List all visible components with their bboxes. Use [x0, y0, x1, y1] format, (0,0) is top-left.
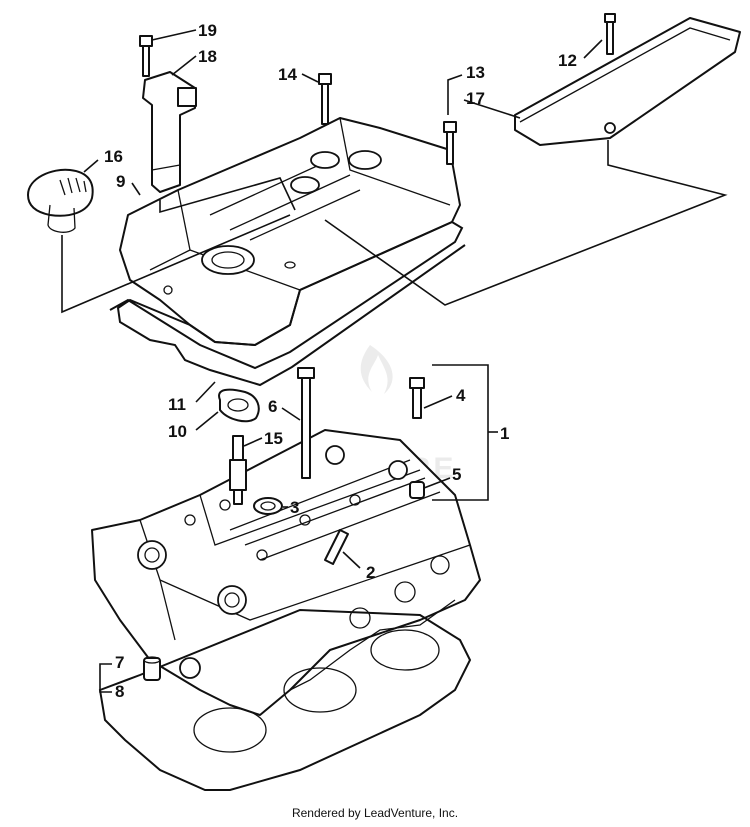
- footer-credit: Rendered by LeadVenture, Inc.: [291, 806, 459, 820]
- breather-bolt: [604, 13, 616, 55]
- leader-13-17: [447, 74, 521, 119]
- cam-cap-bolt: [409, 377, 425, 419]
- head-gasket-bores: [193, 629, 440, 753]
- head-bolt: [297, 367, 315, 479]
- cover-bolt-14: [318, 73, 332, 125]
- callout-4: 4: [456, 386, 466, 405]
- callout-1: 1: [500, 424, 509, 443]
- callout-9: 9: [116, 172, 125, 191]
- callout-8: 8: [115, 682, 124, 701]
- head-gasket: [98, 608, 472, 791]
- callout-7: 7: [115, 653, 124, 672]
- leader-14: [301, 73, 319, 83]
- valve-guide: [324, 529, 349, 565]
- leader-18: [171, 55, 197, 76]
- callout-14: 14: [278, 65, 297, 84]
- leader-12: [583, 39, 603, 59]
- spark-plug: [229, 435, 247, 505]
- leader-9: [131, 182, 141, 196]
- thermostat-housing: [218, 388, 260, 423]
- leader-15: [243, 437, 263, 447]
- reference-line-breather: [324, 140, 728, 306]
- callout-3: 3: [290, 498, 299, 517]
- ignition-coil: [142, 71, 197, 193]
- leader-10: [195, 411, 219, 431]
- leader-16: [83, 159, 99, 173]
- callout-5: 5: [452, 465, 461, 484]
- leader-19: [151, 29, 197, 41]
- callout-2: 2: [366, 563, 375, 582]
- coil-bolt: [139, 35, 153, 77]
- cylinder-head: [91, 429, 481, 716]
- oil-filler-cap: [27, 168, 94, 233]
- leader-4: [423, 395, 453, 409]
- leader-11: [195, 381, 216, 403]
- callout-16: 16: [104, 147, 123, 166]
- callout-15: 15: [264, 429, 283, 448]
- callout-17: 17: [466, 89, 485, 108]
- callout-6: 6: [268, 397, 277, 416]
- callout-11: 11: [168, 395, 186, 414]
- valve-cover-gasket: [109, 220, 466, 387]
- callout-19: 19: [198, 21, 217, 40]
- callout-13: 13: [466, 63, 485, 82]
- plug-tube-seal: [253, 497, 283, 515]
- callout-12: 12: [558, 51, 577, 70]
- cam-dowel: [409, 481, 425, 499]
- callout-10: 10: [168, 422, 187, 441]
- breather-cover: [514, 17, 741, 146]
- reference-line-cap: [61, 214, 291, 314]
- callout-18: 18: [198, 47, 217, 66]
- leader-7-8: [99, 663, 112, 693]
- cover-bolt-13: [443, 121, 457, 165]
- leader-5: [423, 477, 451, 489]
- leader-2: [342, 551, 361, 569]
- dowel-pin: [143, 656, 161, 681]
- leader-6: [281, 407, 301, 421]
- reference-line-coil: [159, 177, 296, 214]
